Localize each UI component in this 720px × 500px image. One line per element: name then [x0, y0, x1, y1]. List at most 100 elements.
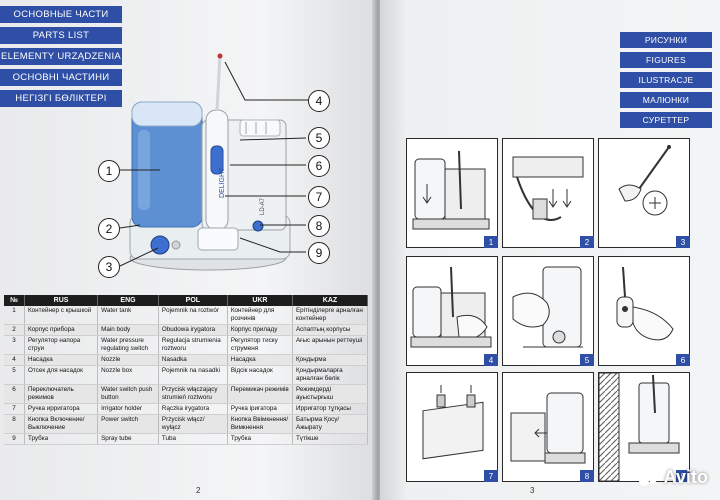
callout-9: 9 [308, 242, 330, 264]
table-cell: Nozzle box [97, 365, 159, 385]
figure-2-drawing [512, 156, 584, 221]
table-cell: Ирригатор тұтқасы [292, 403, 369, 415]
table-cell: 9 [4, 433, 25, 445]
col-rus: RUS [24, 295, 99, 306]
callout-6: 6 [308, 155, 330, 177]
table-cell: Irrigator holder [97, 403, 159, 415]
tab-parts-ru: ОСНОВНЫЕ ЧАСТИ [0, 6, 122, 23]
table-cell: Pojemnik na nasadki [158, 365, 228, 385]
col-kaz: KAZ [292, 295, 369, 306]
figure-6-drawing [616, 266, 674, 341]
table-cell: Water tank [97, 306, 159, 325]
table-cell: Трубка [227, 433, 293, 445]
figure-5-drawing [512, 266, 583, 348]
table-cell: Ағыс арынын реттеуші [292, 335, 369, 355]
table-cell: Spray tube [97, 433, 159, 445]
figure-7-number: 7 [484, 470, 498, 482]
figure-9-drawing [598, 372, 680, 482]
left-page: ОСНОВНЫЕ ЧАСТИ PARTS LIST ELEMENTY URZĄD… [0, 0, 378, 500]
table-cell: Przycisk włączający strumień roztworu [158, 384, 228, 404]
figure-8-number: 8 [580, 470, 594, 482]
table-cell: 6 [4, 384, 25, 404]
avito-logo-icon [638, 468, 659, 486]
table-cell: Регулятор тиску струменя [227, 335, 293, 355]
figure-1-number: 1 [484, 236, 498, 248]
col-pol: POL [158, 295, 228, 306]
table-cell: Контейнер для розчинів [227, 306, 293, 325]
tab-parts-ua: ОСНОВНІ ЧАСТИНИ [0, 69, 122, 86]
right-page: РИСУНКИ FIGURES ILUSTRACJE МАЛЮНКИ СУРЕТ… [380, 0, 720, 500]
tab-parts-kz: НЕГІЗГІ БӨЛІКТЕРІ [0, 90, 122, 107]
callout-3: 3 [98, 256, 120, 278]
table-cell: Трубка [24, 433, 99, 445]
table-cell: Main body [97, 324, 159, 336]
table-cell: Кнопка Включение/ Выключение [24, 414, 99, 434]
table-cell: Obudowa irygatora [158, 324, 228, 336]
figure-8-drawing [510, 392, 586, 464]
figure-9: 9 [598, 372, 690, 482]
avito-text: Avito [663, 466, 708, 487]
figure-3-drawing [618, 145, 671, 216]
tab-figures-pl: ILUSTRACJE [620, 72, 712, 88]
table-cell: Кнопка Ввімкнення/ Вимкнення [227, 414, 293, 434]
callout-8: 8 [308, 215, 330, 237]
table-cell: 1 [4, 306, 25, 325]
table-cell: Nozzle [97, 354, 159, 366]
table-cell: 8 [4, 414, 25, 434]
callout-5: 5 [308, 127, 330, 149]
figure-1: 1 [406, 138, 498, 248]
callout-4: 4 [308, 90, 330, 112]
table-cell: Power switch [97, 414, 159, 434]
col-ukr: UKR [227, 295, 293, 306]
table-cell: Аспаптың корпусы [292, 324, 369, 336]
col-eng: ENG [97, 295, 159, 306]
table-cell: Насадка [24, 354, 99, 366]
handle-brand-text: DELIGHT [219, 167, 226, 198]
table-cell: Ручка іригатора [227, 403, 293, 415]
table-cell: 4 [4, 354, 25, 366]
tab-figures-ua: МАЛЮНКИ [620, 92, 712, 108]
figure-9-number: 9 [676, 470, 690, 482]
table-cell: Регулятор напора струи [24, 335, 99, 355]
table-cell: Батырма Қосу/ Ажырату [292, 414, 369, 434]
table-cell: Қондырма [292, 354, 369, 366]
table-cell: Насадка [227, 354, 293, 366]
table-cell: Режимдерді ауыстырғыш [292, 384, 369, 404]
table-cell: Корпус прибора [24, 324, 99, 336]
table-cell: Ручка ирригатора [24, 403, 99, 415]
figure-4-number: 4 [484, 354, 498, 366]
table-cell: Water pressure regulating switch [97, 335, 159, 355]
left-tabs: ОСНОВНЫЕ ЧАСТИ PARTS LIST ELEMENTY URZĄD… [0, 6, 122, 111]
callout-leaders [119, 61, 308, 267]
table-cell: Pojemnik na roztwór [158, 306, 228, 325]
figure-6-number: 6 [676, 354, 690, 366]
table-cell: Відсік насадок [227, 365, 293, 385]
table-cell: Regulacja strumienia roztworu [158, 335, 228, 355]
tab-parts-en: PARTS LIST [0, 27, 122, 44]
table-cell: Ерітінділерге арналған контейнер [292, 306, 369, 325]
table-cell: Түтікше [292, 433, 369, 445]
parts-table-header: № RUS ENG POL UKR KAZ [4, 295, 369, 306]
figure-7: 7 [406, 372, 498, 482]
figure-2-number: 2 [580, 236, 594, 248]
figure-5-number: 5 [580, 354, 594, 366]
figure-1-drawing [412, 150, 490, 230]
page-number-left: 2 [196, 486, 201, 495]
table-cell: 2 [4, 324, 25, 336]
figure-4-drawing [410, 266, 492, 348]
figure-7-drawing [422, 385, 484, 460]
avito-watermark: Avito [638, 466, 708, 488]
callout-2: 2 [98, 218, 120, 240]
table-cell: Rączka irygatora [158, 403, 228, 415]
table-cell: Контейнер с крышкой [24, 306, 99, 325]
figure-2: 2 [502, 138, 594, 248]
table-cell: 7 [4, 403, 25, 415]
table-cell: Tuba [158, 433, 228, 445]
